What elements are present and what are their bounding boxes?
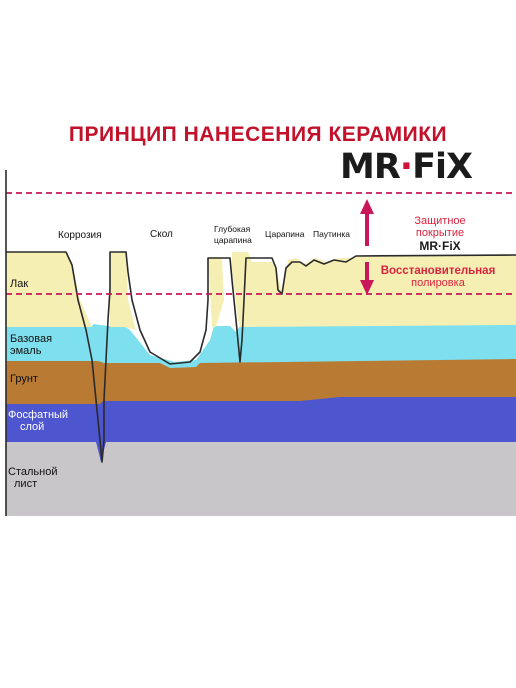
logo-dot: · <box>399 147 413 187</box>
logo-mr: MR <box>340 147 401 187</box>
lacquer-layer <box>6 252 516 330</box>
label-phosphate-1: Фосфатный <box>8 409 68 421</box>
steel-layer <box>6 440 516 516</box>
protective-arrow-head-up <box>360 199 374 214</box>
label-steel-2: лист <box>14 478 37 490</box>
surface-profile <box>6 251 516 463</box>
label-phosphate-2: слой <box>20 421 44 433</box>
page-title: ПРИНЦИП НАНЕСЕНИЯ КЕРАМИКИ <box>68 123 448 146</box>
label-deep-scratch-1: Глубокая <box>214 224 251 234</box>
logo-fix: FiX <box>412 147 473 187</box>
base-enamel-layer <box>6 324 516 368</box>
label-web: Паутинка <box>313 229 350 239</box>
label-protective-2: покрытие <box>416 227 464 239</box>
label-polishing-2: полировка <box>411 277 466 289</box>
label-chip: Скол <box>150 229 173 240</box>
label-lacquer: Лак <box>10 278 28 290</box>
small-brand-logo: MR·FiX <box>419 239 460 253</box>
label-polishing-1: Восстановительная <box>381 265 496 277</box>
brand-logo: MR·FiX <box>340 147 473 187</box>
label-primer: Грунт <box>10 373 38 385</box>
label-scratch: Царапина <box>265 229 305 239</box>
label-protective-1: Защитное <box>414 215 465 227</box>
label-steel-1: Стальной <box>8 466 57 478</box>
label-base-enamel-2: эмаль <box>10 345 42 357</box>
primer-layer <box>6 358 516 404</box>
label-deep-scratch-2: царапина <box>214 235 252 245</box>
phosphate-layer <box>6 396 516 462</box>
label-base-enamel-1: Базовая <box>10 333 52 345</box>
label-corrosion: Коррозия <box>58 230 102 241</box>
polishing-arrow-head-down <box>360 280 374 295</box>
